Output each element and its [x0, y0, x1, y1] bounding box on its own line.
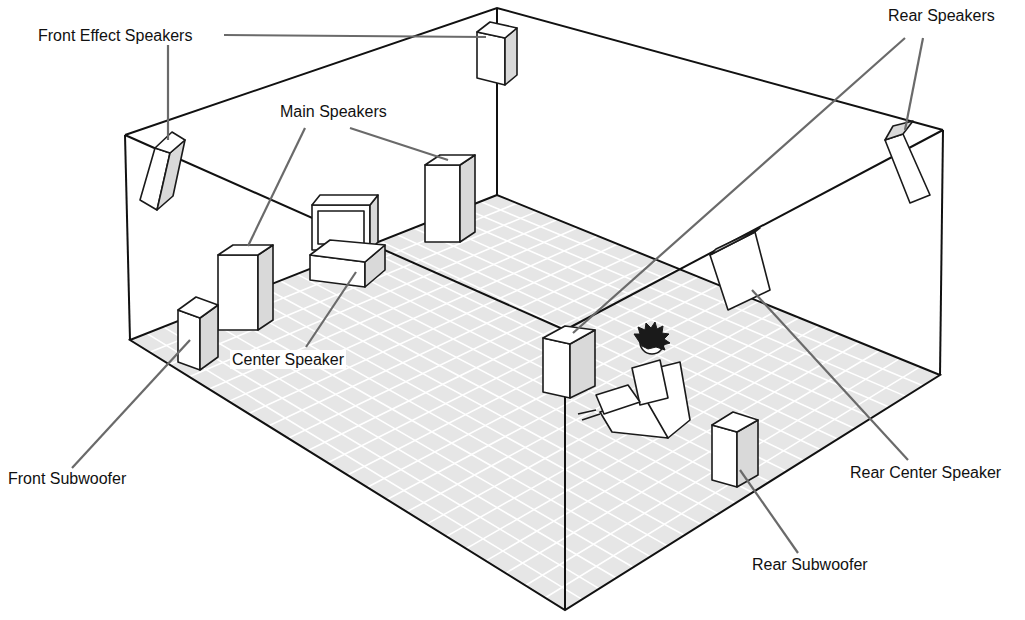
tile-line	[486, 342, 860, 561]
room-outline	[125, 8, 943, 610]
tile-line	[180, 320, 616, 578]
tile-line	[163, 327, 599, 589]
main-speaker-left	[218, 245, 273, 330]
part-label: Front Effect Speakers	[36, 26, 194, 45]
tile-line	[147, 333, 582, 599]
part-label: Rear Center Speaker	[848, 463, 1003, 482]
rear-speaker-right	[885, 121, 930, 203]
floor	[130, 195, 940, 610]
leader-lines	[72, 35, 923, 553]
part-label: Rear Speakers	[886, 6, 997, 25]
main-speaker-right	[425, 155, 475, 242]
tile-line	[407, 310, 779, 512]
rear-subwoofer	[712, 412, 758, 487]
front-subwoofer	[178, 297, 218, 370]
front-effect-speaker-center	[477, 22, 517, 85]
tile-line	[387, 301, 759, 499]
listener-in-chair	[578, 322, 690, 438]
speakers	[140, 22, 930, 487]
tile-line	[466, 334, 839, 549]
floor-tiles	[147, 202, 923, 600]
part-label: Rear Subwoofer	[750, 555, 870, 574]
rear-center-speaker	[710, 228, 770, 310]
tile-line	[545, 367, 920, 598]
tile-line	[197, 314, 633, 568]
tile-line	[247, 294, 685, 535]
tile-line	[427, 318, 799, 524]
tile-line	[280, 281, 718, 514]
tile-line	[263, 287, 701, 524]
center-speaker	[310, 240, 385, 287]
part-label: Center Speaker	[230, 350, 346, 369]
rear-speaker-left	[543, 326, 595, 398]
tile-line	[230, 300, 667, 545]
part-label: Front Subwoofer	[6, 469, 128, 488]
front-effect-speaker-left	[140, 132, 185, 210]
part-label: Main Speakers	[278, 102, 389, 121]
